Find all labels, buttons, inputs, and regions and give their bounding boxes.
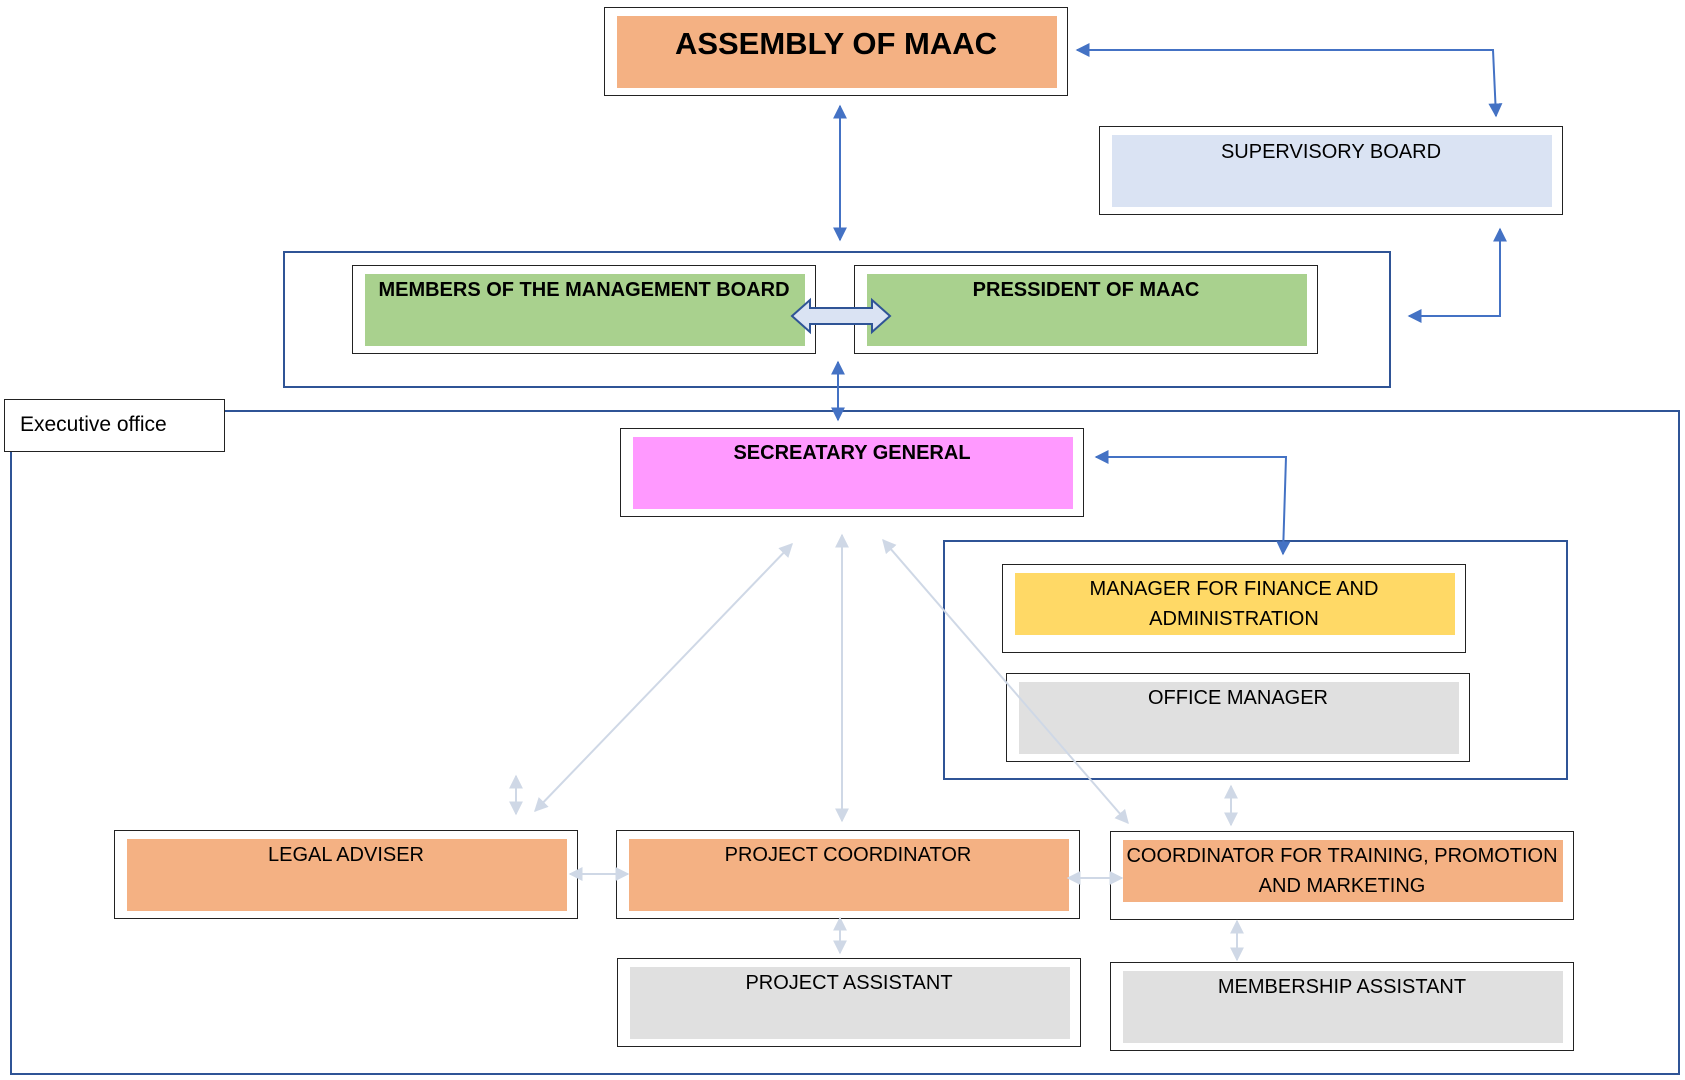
membership-assistant-label: MEMBERSHIP ASSISTANT (1217, 976, 1467, 998)
president-box: PRESSIDENT OF MAAC (854, 265, 1318, 354)
assembly-supervisory-arrow (1075, 43, 1503, 118)
secretary-training-arrow (882, 538, 1129, 825)
executive-office-tab: Executive office (4, 399, 225, 452)
project-coordinator-fill (629, 839, 1069, 911)
training-coordinator-label-line1: COORDINATOR FOR TRAINING, PROMOTION (1126, 845, 1558, 867)
legal-adviser-fill (127, 839, 567, 911)
management-board-fill (365, 274, 805, 346)
legal-adviser-box: LEGAL ADVISER (114, 830, 578, 919)
secretary-general-box: SECREATARY GENERAL (620, 428, 1084, 517)
office-manager-label: OFFICE MANAGER (1147, 687, 1328, 709)
assembly-box: ASSEMBLY OF MAAC (604, 7, 1068, 96)
supervisory-board-box: SUPERVISORY BOARD (1099, 126, 1563, 215)
management-board-label: MEMBERS OF THE MANAGEMENT BOARD (378, 279, 790, 301)
project-assistant-box: PROJECT ASSISTANT (617, 958, 1081, 1047)
membership-assistant-box: MEMBERSHIP ASSISTANT (1110, 962, 1574, 1051)
executive-office-label: Executive office (20, 413, 167, 436)
project-assistant-label: PROJECT ASSISTANT (745, 972, 953, 994)
secretary-legal-arrow (534, 542, 793, 813)
finance-manager-label-line1: MANAGER FOR FINANCE AND (1089, 578, 1379, 600)
supervisory-board-label: SUPERVISORY BOARD (1220, 141, 1442, 163)
training-coordinator-label-line2: AND MARKETING (1258, 875, 1426, 897)
assembly-label: ASSEMBLY OF MAAC (674, 26, 998, 61)
management-president-block-arrow (790, 297, 892, 335)
legal-adviser-label: LEGAL ADVISER (268, 844, 424, 866)
membership-assistant-fill (1123, 971, 1563, 1043)
finance-manager-label-line2: ADMINISTRATION (1149, 608, 1319, 630)
training-coordinator-box: COORDINATOR FOR TRAINING, PROMOTION AND … (1110, 831, 1574, 920)
secretary-finance-arrow (1094, 450, 1291, 556)
project-assistant-fill (630, 967, 1070, 1039)
management-board-box: MEMBERS OF THE MANAGEMENT BOARD (352, 265, 816, 354)
president-label: PRESSIDENT OF MAAC (972, 279, 1200, 301)
president-fill (867, 274, 1307, 346)
project-coordinator-label: PROJECT COORDINATOR (724, 844, 972, 866)
secretary-general-label: SECREATARY GENERAL (733, 442, 971, 464)
supervisory-board-fill (1112, 135, 1552, 207)
assembly-fill (617, 16, 1057, 88)
executive-office-frame (10, 410, 1680, 1075)
training-coordinator-fill (1123, 840, 1563, 902)
project-coordinator-box: PROJECT COORDINATOR (616, 830, 1080, 919)
secretary-general-fill (633, 437, 1073, 509)
supervisory-management-arrow (1407, 227, 1507, 323)
